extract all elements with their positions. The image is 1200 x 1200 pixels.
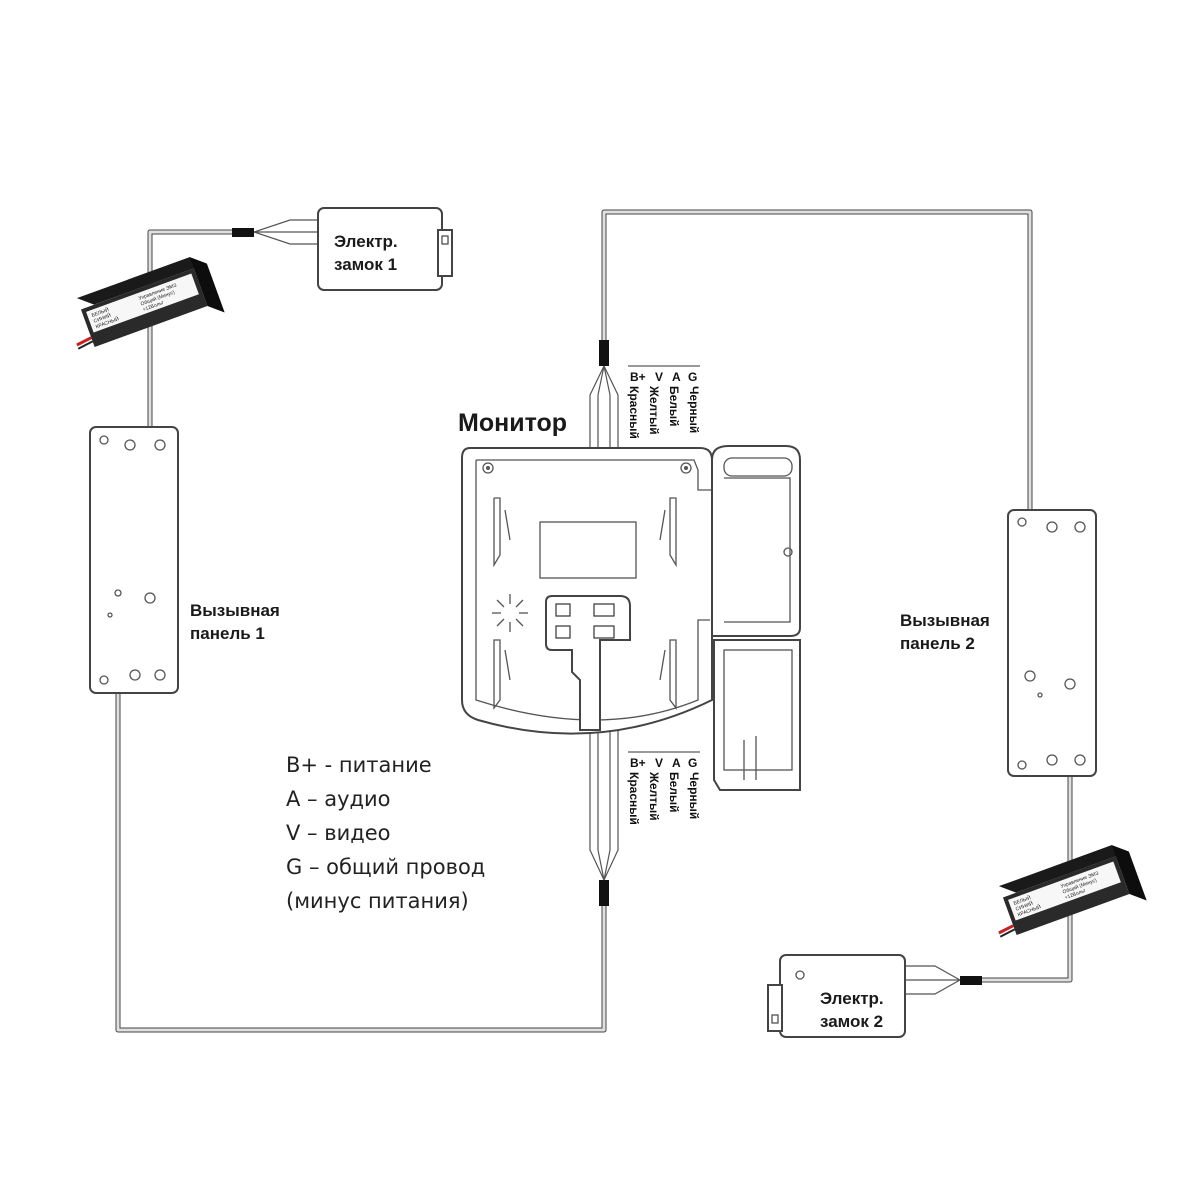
wire-color-black: Черный (687, 772, 701, 819)
wire-color-red: Красный (627, 772, 641, 825)
electric-lock-2: Электр. замок 2 (767, 954, 906, 1038)
cables (115, 209, 1073, 1033)
panel2-label-line1: Вызывная (900, 611, 990, 630)
mount-hooks (493, 497, 677, 710)
electric-lock-1: Электр. замок 1 (317, 207, 453, 291)
terminal-code-a: A (672, 756, 681, 770)
legend-video: V – видео (286, 821, 391, 845)
panel2-label-line2: панель 2 (900, 634, 975, 653)
terminal-code-a: A (672, 370, 681, 384)
cable-sleeve (960, 976, 982, 985)
terminal-labels-bottom: B+ V A G Красный Желтый Белый Черный (627, 751, 701, 825)
wire-color-white: Белый (667, 772, 681, 813)
legend: B+ - питание A – аудио V – видео G – общ… (286, 748, 485, 918)
cable-sleeve-bottom (599, 880, 609, 906)
legend-audio: A – аудио (286, 787, 391, 811)
cable-sleeve-top (599, 340, 609, 366)
wire-color-white: Белый (667, 386, 681, 427)
relay-module-2: БЕЛЫЙ СИНИЙ КРАСНЫЙ Управление ЭМЗ Общий… (998, 845, 1147, 938)
terminal-code-g: G (688, 370, 697, 384)
cable-sleeve (232, 228, 254, 237)
connector-socket (593, 625, 615, 639)
wire-color-red: Красный (627, 386, 641, 439)
panel1-label-line1: Вызывная (190, 601, 280, 620)
call-panel-1: Вызывная панель 1 (89, 426, 280, 694)
handset (713, 639, 801, 791)
connector-socket (555, 625, 571, 639)
monitor-label: Монитор (458, 409, 567, 437)
speaker-grille (492, 594, 528, 632)
lock1-label-line2: замок 1 (334, 255, 397, 274)
connector-socket (555, 603, 571, 617)
wire-color-black: Черный (687, 386, 701, 433)
terminal-code-g: G (688, 756, 697, 770)
lock1-label-line1: Электр. (334, 232, 398, 251)
terminal-code-b-plus: B+ (630, 370, 646, 384)
legend-ground: G – общий провод (286, 855, 486, 879)
terminal-code-v: V (655, 756, 663, 770)
terminal-labels-top: B+ V A G Красный Желтый Белый Черный (627, 365, 701, 439)
panel1-label-line2: панель 1 (190, 624, 265, 643)
connector-socket (593, 603, 615, 617)
lock2-label-line2: замок 2 (820, 1012, 883, 1031)
call-panel-2: Вызывная панель 2 (900, 509, 1097, 777)
wire-color-yellow: Желтый (647, 385, 661, 435)
relay-module-1: БЕЛЫЙ СИНИЙ КРАСНЫЙ Управление ЭМЗ Общий… (76, 257, 225, 350)
legend-ground-note: (минус питания) (286, 889, 469, 913)
monitor: Монитор (458, 365, 801, 825)
wire-color-yellow: Желтый (647, 771, 661, 821)
terminal-code-b-plus: B+ (630, 756, 646, 770)
handset-cradle (711, 445, 801, 637)
lock2-label-line1: Электр. (820, 989, 884, 1008)
legend-power: B+ - питание (286, 753, 432, 777)
terminal-code-v: V (655, 370, 663, 384)
